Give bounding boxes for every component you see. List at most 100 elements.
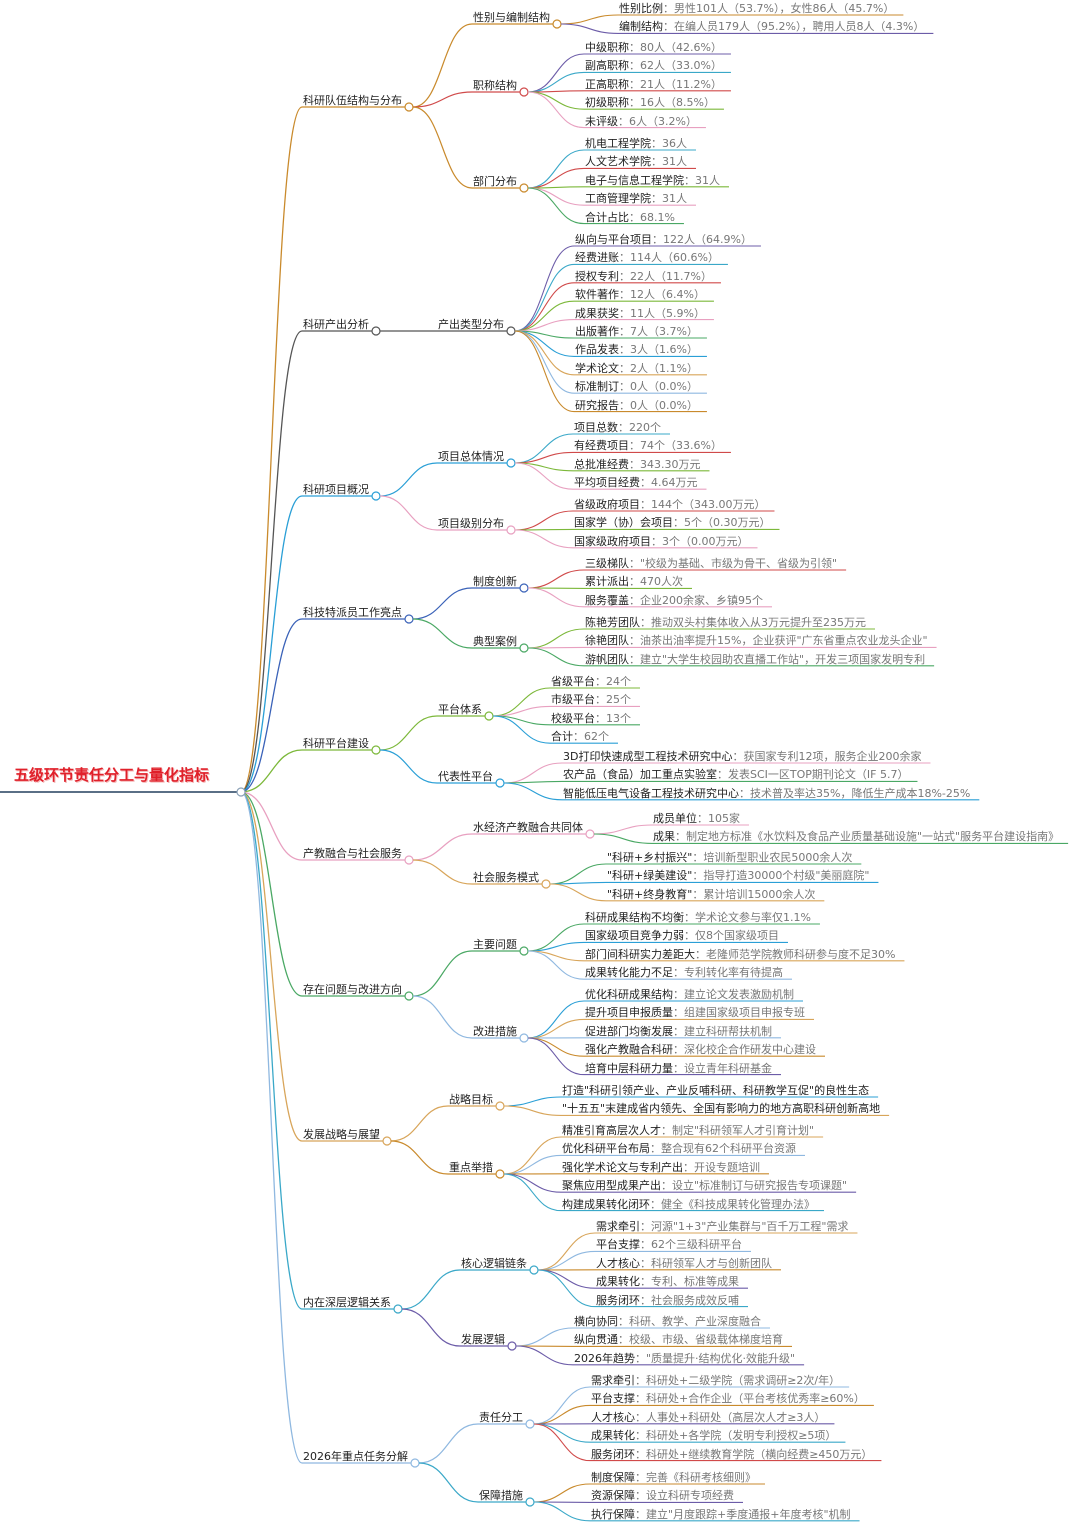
leaf-0-1-4[interactable]: 未评级：6人（3.2%） <box>585 115 697 128</box>
leaf-6-1-1[interactable]: 提升项目申报质量：组建国家级项目申报专班 <box>585 1006 805 1019</box>
leaf-3-1-1[interactable]: 徐艳团队：油茶出油率提升15%，企业获评"广东省重点农业龙头企业" <box>585 634 928 647</box>
leaf-0-1-1[interactable]: 副高职称：62人（33.0%） <box>585 59 722 72</box>
leaf-1-0-8[interactable]: 标准制订：0人（0.0%） <box>575 380 698 393</box>
leaf-8-0-1[interactable]: 平台支撑：62个三级科研平台 <box>596 1238 742 1251</box>
leaf-7-0-1[interactable]: "十五五"末建成省内领先、全国有影响力的地方高职科研创新高地 <box>562 1102 880 1115</box>
leaf-4-1-0[interactable]: 3D打印快速成型工程技术研究中心：获国家专利12项，服务企业200余家 <box>563 750 921 763</box>
leaf-0-2-2[interactable]: 电子与信息工程学院：31人 <box>585 174 720 187</box>
leaf-7-1-2[interactable]: 强化学术论文与专利产出：开设专题培训 <box>562 1161 760 1174</box>
sub-branch-9-1[interactable]: 保障措施 <box>479 1489 523 1502</box>
leaf-0-1-3[interactable]: 初级职称：16人（8.5%） <box>585 96 715 109</box>
sub-branch-3-0[interactable]: 制度创新 <box>473 575 517 588</box>
sub-branch-0-1[interactable]: 职称结构 <box>473 79 517 92</box>
sub-branch-5-0[interactable]: 水经济产教融合共同体 <box>473 821 583 834</box>
leaf-5-1-2[interactable]: "科研+终身教育"：累计培训15000余人次 <box>607 888 815 901</box>
branch-0[interactable]: 科研队伍结构与分布 <box>303 94 402 107</box>
leaf-8-1-0[interactable]: 横向协同：科研、教学、产业深度融合 <box>574 1315 761 1328</box>
leaf-9-0-1[interactable]: 平台支撑：科研处+合作企业（平台考核优秀率≥60%） <box>591 1392 865 1405</box>
leaf-6-0-1[interactable]: 国家级项目竞争力弱：仅8个国家级项目 <box>585 929 779 942</box>
leaf-6-1-3[interactable]: 强化产教融合科研：深化校企合作研发中心建设 <box>585 1043 816 1056</box>
leaf-8-1-2[interactable]: 2026年趋势："质量提升·结构优化·效能升级" <box>574 1352 795 1365</box>
sub-knob-2-1[interactable] <box>506 525 516 535</box>
branch-9[interactable]: 2026年重点任务分解 <box>303 1450 408 1463</box>
leaf-8-0-0[interactable]: 需求牵引：河源"1+3"产业集群与"百千万工程"需求 <box>596 1220 848 1233</box>
leaf-0-0-0[interactable]: 性别比例：男性101人（53.7%），女性86人（45.7%） <box>619 2 894 15</box>
leaf-2-1-0[interactable]: 省级政府项目：144个（343.00万元） <box>574 498 766 511</box>
branch-knob-0[interactable] <box>404 102 414 112</box>
leaf-6-1-4[interactable]: 培育中层科研力量：设立青年科研基金 <box>585 1062 772 1075</box>
leaf-9-0-3[interactable]: 成果转化：科研处+各学院（发明专利授权≥5项） <box>591 1429 836 1442</box>
branch-3[interactable]: 科技特派员工作亮点 <box>303 606 402 619</box>
sub-branch-2-0[interactable]: 项目总体情况 <box>438 450 504 463</box>
leaf-0-2-1[interactable]: 人文艺术学院：31人 <box>585 155 687 168</box>
sub-branch-6-0[interactable]: 主要问题 <box>473 938 517 951</box>
sub-branch-0-2[interactable]: 部门分布 <box>473 175 517 188</box>
leaf-9-0-4[interactable]: 服务闭环：科研处+继续教育学院（横向经费≥450万元） <box>591 1448 872 1461</box>
sub-knob-1-0[interactable] <box>506 326 516 336</box>
leaf-2-1-1[interactable]: 国家学（协）会项目：5个（0.30万元） <box>574 516 771 529</box>
leaf-1-0-7[interactable]: 学术论文：2人（1.1%） <box>575 362 698 375</box>
sub-knob-2-0[interactable] <box>506 458 516 468</box>
leaf-7-0-0[interactable]: 打造"科研引领产业、产业反哺科研、科研教学互促"的良性生态 <box>562 1084 869 1097</box>
leaf-1-0-2[interactable]: 授权专利：22人（11.7%） <box>575 270 712 283</box>
leaf-5-1-0[interactable]: "科研+乡村振兴"：培训新型职业农民5000余人次 <box>607 851 852 864</box>
branch-8[interactable]: 内在深层逻辑关系 <box>303 1296 391 1309</box>
sub-branch-2-1[interactable]: 项目级别分布 <box>438 517 504 530</box>
leaf-3-0-0[interactable]: 三级梯队："校级为基础、市级为骨干、省级为引领" <box>585 557 837 570</box>
leaf-2-0-2[interactable]: 总批准经费：343.30万元 <box>574 458 701 471</box>
leaf-8-0-4[interactable]: 服务闭环：社会服务成效反哺 <box>596 1294 739 1307</box>
leaf-0-1-0[interactable]: 中级职称：80人（42.6%） <box>585 41 722 54</box>
branch-2[interactable]: 科研项目概况 <box>303 483 369 496</box>
branch-5[interactable]: 产教融合与社会服务 <box>303 847 402 860</box>
leaf-9-0-0[interactable]: 需求牵引：科研处+二级学院（需求调研≥2次/年） <box>591 1374 840 1387</box>
leaf-4-1-1[interactable]: 农产品（食品）加工重点实验室：发表SCI一区TOP期刊论文（IF 5.7） <box>563 768 908 781</box>
leaf-1-0-3[interactable]: 软件著作：12人（6.4%） <box>575 288 705 301</box>
leaf-6-1-0[interactable]: 优化科研成果结构：建立论文发表激励机制 <box>585 988 794 1001</box>
branch-7[interactable]: 发展战略与展望 <box>303 1128 380 1141</box>
branch-knob-6[interactable] <box>404 991 414 1001</box>
leaf-2-0-0[interactable]: 项目总数：220个 <box>574 421 661 434</box>
leaf-1-0-1[interactable]: 经费进账：114人（60.6%） <box>575 251 719 264</box>
leaf-3-1-0[interactable]: 陈艳芳团队：推动双头村集体收入从3万元提升至235万元 <box>585 616 866 629</box>
branch-knob-3[interactable] <box>404 614 414 624</box>
sub-branch-6-1[interactable]: 改进措施 <box>473 1025 517 1038</box>
leaf-8-1-1[interactable]: 纵向贯通：校级、市级、省级载体梯度培育 <box>574 1333 783 1346</box>
leaf-1-0-5[interactable]: 出版著作：7人（3.7%） <box>575 325 698 338</box>
branch-6[interactable]: 存在问题与改进方向 <box>303 983 402 996</box>
sub-knob-4-1[interactable] <box>495 778 505 788</box>
leaf-0-1-2[interactable]: 正高职称：21人（11.2%） <box>585 78 722 91</box>
leaf-9-1-1[interactable]: 资源保障：设立科研专项经费 <box>591 1489 734 1502</box>
branch-4[interactable]: 科研平台建设 <box>303 737 369 750</box>
leaf-9-0-2[interactable]: 人才核心：人事处+科研处（高层次人才≥3人） <box>591 1411 825 1424</box>
leaf-6-0-3[interactable]: 成果转化能力不足：专利转化率有待提高 <box>585 966 783 979</box>
sub-branch-0-0[interactable]: 性别与编制结构 <box>473 11 550 24</box>
leaf-0-2-3[interactable]: 工商管理学院：31人 <box>585 192 687 205</box>
branch-knob-5[interactable] <box>404 855 414 865</box>
leaf-1-0-6[interactable]: 作品发表：3人（1.6%） <box>575 343 698 356</box>
leaf-1-0-0[interactable]: 纵向与平台项目：122人（64.9%） <box>575 233 752 246</box>
sub-branch-5-1[interactable]: 社会服务模式 <box>473 871 539 884</box>
sub-branch-1-0[interactable]: 产出类型分布 <box>438 318 504 331</box>
leaf-6-0-2[interactable]: 部门间科研实力差距大：老隆师范学院教师科研参与度不足30% <box>585 948 895 961</box>
branch-knob-7[interactable] <box>382 1136 392 1146</box>
leaf-0-2-0[interactable]: 机电工程学院：36人 <box>585 137 687 150</box>
leaf-1-0-4[interactable]: 成果获奖：11人（5.9%） <box>575 307 705 320</box>
leaf-6-1-2[interactable]: 促进部门均衡发展：建立科研帮扶机制 <box>585 1025 772 1038</box>
leaf-4-0-2[interactable]: 校级平台：13个 <box>551 712 631 725</box>
leaf-7-1-0[interactable]: 精准引育高层次人才：制定"科研领军人才引育计划" <box>562 1124 814 1137</box>
leaf-8-0-2[interactable]: 人才核心：科研领军人才与创新团队 <box>596 1257 772 1270</box>
leaf-1-0-9[interactable]: 研究报告：0人（0.0%） <box>575 399 698 412</box>
sub-branch-7-0[interactable]: 战略目标 <box>449 1093 493 1106</box>
sub-branch-8-1[interactable]: 发展逻辑 <box>461 1333 505 1346</box>
leaf-7-1-3[interactable]: 聚焦应用型成果产出：设立"标准制订与研究报告专项课题" <box>562 1179 847 1192</box>
leaf-5-1-1[interactable]: "科研+绿美建设"：指导打造30000个村级"美丽庭院" <box>607 869 869 882</box>
leaf-7-1-4[interactable]: 构建成果转化闭环：健全《科技成果转化管理办法》 <box>562 1198 815 1211</box>
sub-branch-8-0[interactable]: 核心逻辑链条 <box>461 1257 527 1270</box>
leaf-4-0-1[interactable]: 市级平台：25个 <box>551 693 631 706</box>
root-knob[interactable] <box>236 787 246 797</box>
leaf-8-0-3[interactable]: 成果转化：专利、标准等成果 <box>596 1275 739 1288</box>
leaf-4-0-3[interactable]: 合计：62个 <box>551 730 609 743</box>
leaf-2-0-3[interactable]: 平均项目经费：4.64万元 <box>574 476 698 489</box>
leaf-3-0-1[interactable]: 累计派出：470人次 <box>585 575 683 588</box>
leaf-6-0-0[interactable]: 科研成果结构不均衡：学术论文参与率仅1.1% <box>585 911 811 924</box>
